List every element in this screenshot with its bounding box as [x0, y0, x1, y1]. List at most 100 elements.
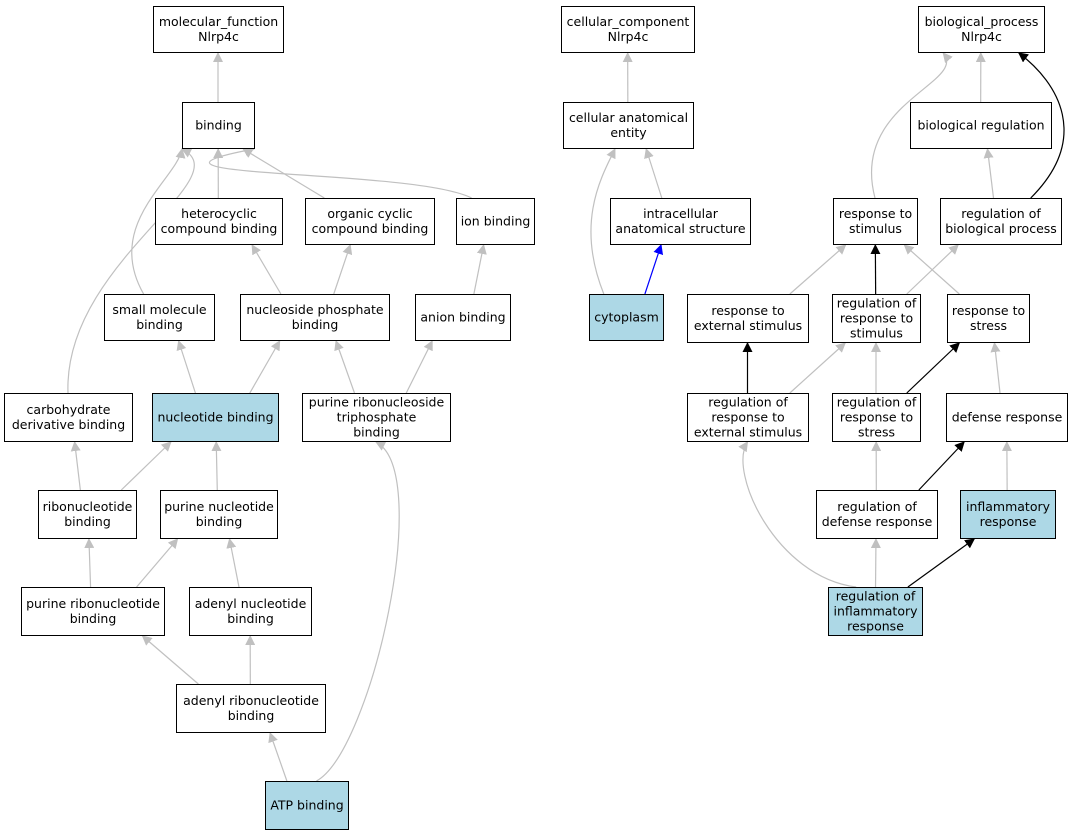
- node-label-line: stress: [858, 425, 895, 440]
- edge-regulates-regulation-bio-process-to-biological-process: [1018, 52, 1065, 199]
- node-label-line: molecular_function: [159, 14, 278, 29]
- node-box: [563, 102, 694, 149]
- node-box: [816, 490, 938, 539]
- node-box: [946, 393, 1068, 442]
- edge-is-a-intracellular-to-cellular-anatomical: [644, 148, 663, 199]
- node-box: [21, 587, 165, 636]
- node-label-line: binding: [136, 317, 183, 332]
- node-label-line: defense response: [952, 410, 1063, 425]
- node-label-line: cellular_component: [567, 14, 690, 29]
- node-defense-response: defense response: [946, 393, 1068, 442]
- node-label-line: regulation of: [708, 395, 788, 410]
- node-label-line: compound binding: [161, 221, 278, 236]
- node-box: [589, 294, 664, 341]
- node-label-line: organic cyclic: [327, 206, 412, 221]
- node-label-line: response to: [840, 410, 913, 425]
- node-box: [561, 6, 695, 53]
- node-label-line: response to: [840, 311, 913, 326]
- node-box: [415, 294, 511, 341]
- node-label-line: response: [980, 514, 1037, 529]
- node-label-line: external stimulus: [694, 318, 802, 333]
- node-label-line: regulation of: [837, 395, 917, 410]
- edge-is-a-atp-binding-to-purine-ribonucleoside-tp: [316, 441, 400, 782]
- node-box: [828, 587, 923, 636]
- node-box: [910, 102, 1052, 149]
- node-label-line: response to: [952, 303, 1025, 318]
- edge-is-a-response-stress-to-response-to-stimulus: [903, 244, 960, 295]
- node-box: [687, 294, 809, 343]
- node-box: [189, 587, 312, 636]
- node-label-line: ATP binding: [270, 798, 343, 813]
- node-label-line: inflammatory: [833, 604, 918, 619]
- node-box: [832, 294, 921, 343]
- node-box: [302, 393, 451, 442]
- nodes-layer: molecular_functionNlrp4cbindingheterocyc…: [4, 6, 1068, 830]
- edge-is-a-purine-ribonucleotide-to-ribonucleotide: [84, 538, 95, 588]
- node-box: [104, 294, 215, 341]
- node-box: [833, 198, 918, 245]
- node-label-line: small molecule: [112, 302, 207, 317]
- edge-is-a-nucleotide-binding-to-small-molecule: [176, 340, 196, 394]
- edge-is-a-ribonucleotide-to-nucleotide-binding: [120, 441, 172, 491]
- node-label-line: regulation of: [836, 589, 916, 604]
- node-label-line: binding: [292, 317, 339, 332]
- node-label-line: cytoplasm: [594, 310, 659, 325]
- node-label-line: Nlrp4c: [198, 29, 239, 44]
- node-box: [155, 198, 283, 245]
- edge-is-a-anion-binding-to-ion-binding: [473, 244, 487, 295]
- node-anion-binding: anion binding: [415, 294, 511, 341]
- node-box: [610, 198, 751, 245]
- node-label-line: stimulus: [850, 326, 903, 341]
- edge-is-a-nucleoside-phosphate-to-heterocyclic: [251, 244, 282, 295]
- node-label-line: compound binding: [312, 221, 429, 236]
- node-label-line: defense response: [822, 514, 933, 529]
- node-box: [160, 490, 278, 539]
- node-label-line: cellular anatomical: [569, 110, 688, 125]
- node-label-line: nucleotide binding: [157, 410, 273, 425]
- node-label-line: Nlrp4c: [608, 29, 649, 44]
- node-box: [947, 294, 1030, 343]
- node-binding: binding: [182, 102, 255, 149]
- edge-is-a-adenyl-ribonucleotide-to-purine-ribonucleotide: [141, 635, 199, 685]
- edge-is-a-nucleotide-binding-to-nucleoside-phosphate: [249, 340, 281, 394]
- node-label-line: biological_process: [925, 14, 1039, 29]
- node-box: [176, 684, 326, 733]
- node-label-line: triphosphate: [337, 410, 417, 425]
- edges-layer: [67, 52, 1065, 782]
- node-label-line: biological process: [945, 221, 1057, 236]
- node-label-line: regulation of: [837, 296, 917, 311]
- node-box: [153, 6, 284, 53]
- node-label-line: purine ribonucleotide: [26, 596, 160, 611]
- edge-is-a-regulation-bio-process-to-biological-regulation: [983, 148, 995, 199]
- node-label-line: anatomical structure: [615, 221, 745, 236]
- edge-is-a-purine-nucleotide-to-nucleotide-binding: [211, 441, 222, 491]
- edge-is-a-regulation-inflammatory-to-regulation-response-external: [738, 441, 857, 588]
- node-box: [832, 393, 921, 442]
- edge-is-a-small-molecule-to-binding: [131, 148, 186, 295]
- node-box: [940, 198, 1062, 245]
- node-label-line: adenyl ribonucleotide: [183, 693, 319, 708]
- node-label-line: nucleoside phosphate: [246, 302, 384, 317]
- edge-is-a-regulation-response-external-to-regulation-response-stimulus: [789, 342, 846, 394]
- node-box: [265, 781, 349, 830]
- node-label-line: stimulus: [849, 221, 902, 236]
- edge-is-a-atp-binding-to-adenyl-ribonucleotide: [268, 732, 288, 782]
- node-box: [456, 198, 535, 245]
- node-box: [960, 490, 1056, 539]
